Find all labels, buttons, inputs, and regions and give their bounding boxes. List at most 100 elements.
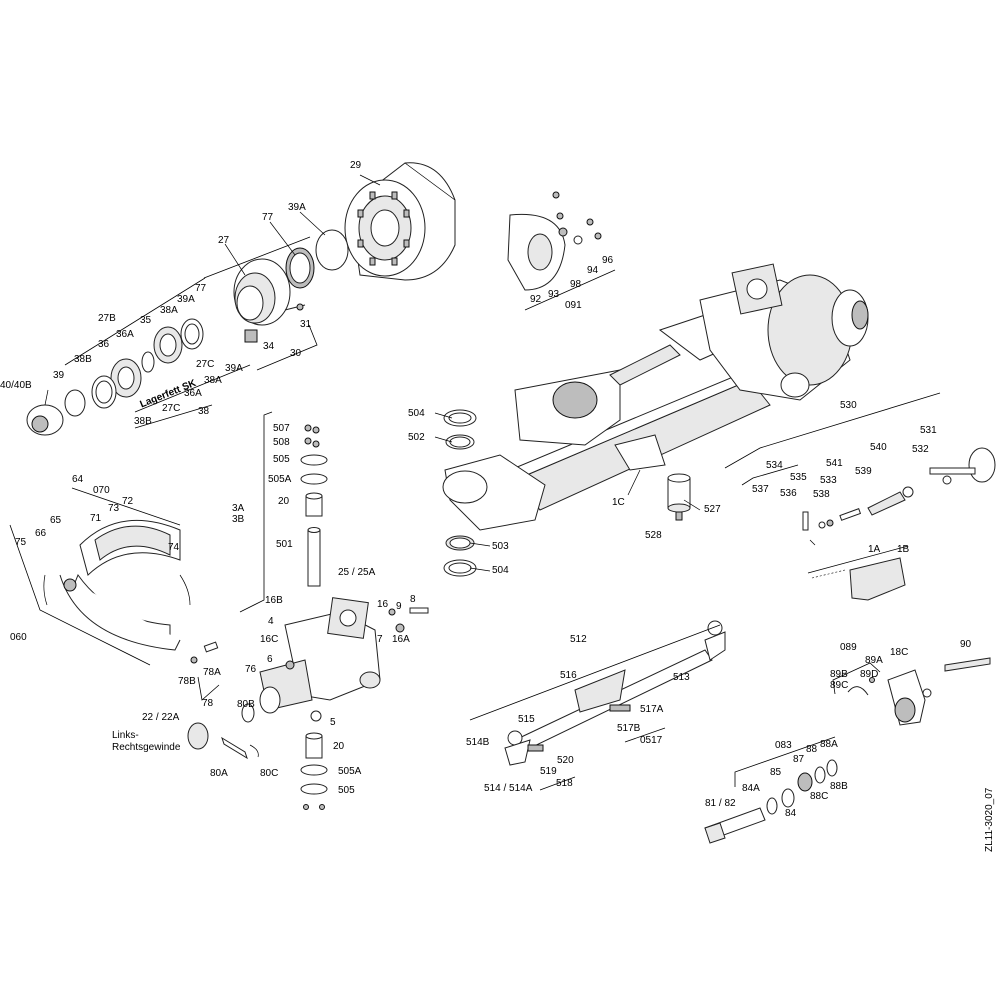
label-504: 504: [492, 565, 509, 576]
label-88: 88: [806, 744, 818, 755]
label-5: 5: [330, 717, 336, 728]
wheel-hub-27: [233, 258, 306, 343]
label-40-40B: 40/40B: [0, 380, 32, 391]
label-514-514A: 514 / 514A: [484, 783, 533, 794]
label-66: 66: [35, 528, 47, 539]
label-535: 535: [790, 472, 807, 483]
label-534: 534: [766, 460, 783, 471]
slack-adjuster: [847, 657, 991, 726]
label-528: 528: [645, 530, 662, 541]
label-78B: 78B: [178, 676, 196, 687]
leader-lines: [44, 174, 701, 572]
label-35: 35: [140, 315, 152, 326]
label-38B: 38B: [134, 416, 152, 427]
label-505: 505: [273, 454, 290, 465]
seal-39A: [315, 229, 349, 271]
label-520: 520: [557, 755, 574, 766]
label-84: 84: [785, 808, 797, 819]
label-538: 538: [813, 489, 830, 500]
label-16A: 16A: [392, 634, 410, 645]
label-504: 504: [408, 408, 425, 419]
part-labels: 29 77 39A 27 31 34 30 27B 35 38A 39A 77 …: [0, 160, 995, 852]
label-508: 508: [273, 437, 290, 448]
label-73: 73: [108, 503, 120, 514]
hub-cap-40: [26, 404, 64, 436]
pin-78: [203, 641, 219, 653]
label-84A: 84A: [742, 783, 760, 794]
label-34: 34: [263, 341, 275, 352]
seal-22: [187, 722, 209, 750]
label-533: 533: [820, 475, 837, 486]
label-503: 503: [492, 541, 509, 552]
label-74: 74: [168, 542, 180, 553]
label-541: 541: [826, 458, 843, 469]
label-80B: 80B: [237, 699, 255, 710]
axle-beam: [442, 263, 869, 531]
label-537: 537: [752, 484, 769, 495]
label-536: 536: [780, 488, 797, 499]
label-78: 78: [202, 698, 214, 709]
label-070: 070: [93, 485, 110, 496]
label-7: 7: [377, 634, 383, 645]
brake-drum-29: [344, 162, 456, 281]
label-78A: 78A: [203, 667, 221, 678]
label-16: 16: [377, 599, 389, 610]
label-89B: 89B: [830, 669, 848, 680]
label-93: 93: [548, 289, 560, 300]
label-94: 94: [587, 265, 599, 276]
kingpin-stack: [300, 424, 328, 810]
label-39: 39: [53, 370, 65, 381]
label-75: 75: [15, 537, 27, 548]
label-36: 36: [98, 339, 110, 350]
label-20: 20: [333, 741, 345, 752]
label-88C: 88C: [810, 791, 828, 802]
label-80C: 80C: [260, 768, 278, 779]
label-1B: 1B: [897, 544, 910, 555]
label-530: 530: [840, 400, 857, 411]
steering-knuckle: [259, 597, 429, 714]
label-89C: 89C: [830, 680, 848, 691]
label-31: 31: [300, 319, 312, 330]
label-36A: 36A: [116, 329, 134, 340]
label-27B: 27B: [98, 313, 116, 324]
label-38B: 38B: [74, 354, 92, 365]
label-87: 87: [793, 754, 805, 765]
label-90: 90: [960, 639, 972, 650]
return-spring-90: [944, 657, 991, 672]
label-060: 060: [10, 632, 27, 643]
label-505A: 505A: [268, 474, 292, 485]
adjuster-assembly-530: [802, 447, 996, 601]
label-531: 531: [920, 425, 937, 436]
ring-80B: [241, 703, 255, 723]
label-089: 089: [840, 642, 857, 653]
label-76: 76: [245, 664, 257, 675]
label-98: 98: [570, 279, 582, 290]
label-89D: 89D: [860, 669, 878, 680]
label-516: 516: [560, 670, 577, 681]
label-505: 505: [338, 785, 355, 796]
bracket-lines: [9, 236, 941, 791]
label-77: 77: [195, 283, 207, 294]
label-36A: 36A: [184, 388, 202, 399]
label-517B: 517B: [617, 723, 641, 734]
label-29: 29: [350, 160, 362, 171]
label-16C: 16C: [260, 634, 278, 645]
brake-shoe-assembly: [43, 519, 191, 651]
label-3B: 3B: [232, 514, 245, 525]
label-513: 513: [673, 672, 690, 683]
german-note-line2: Rechtsgewinde: [112, 742, 181, 753]
label-39A: 39A: [225, 363, 243, 374]
label-1C: 1C: [612, 497, 625, 508]
chamber-527: [667, 473, 691, 521]
label-64: 64: [72, 474, 84, 485]
bushing-rings: [443, 409, 477, 577]
label-9: 9: [396, 601, 402, 612]
label-527: 527: [704, 504, 721, 515]
label-38A: 38A: [204, 375, 222, 386]
label-6: 6: [267, 654, 273, 665]
label-72: 72: [122, 496, 134, 507]
label-65: 65: [50, 515, 62, 526]
label-27C: 27C: [196, 359, 214, 370]
label-71: 71: [90, 513, 102, 524]
